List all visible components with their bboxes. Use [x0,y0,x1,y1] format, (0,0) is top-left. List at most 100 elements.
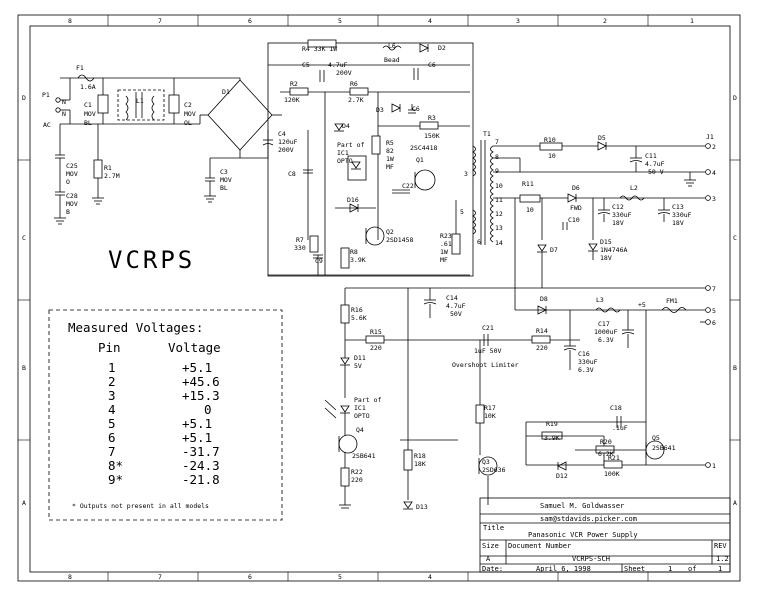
label-l3: L3 [596,296,604,304]
measured-pin-2: 2 [108,374,116,389]
label-c5: C5 [302,61,310,69]
label-f1-value: 1.6A [80,83,96,91]
measured-pin-8: 8* [108,458,123,473]
label-l2: L2 [630,184,638,192]
label-q4-part: 2SB641 [352,452,376,460]
label-pin-7: 7 [495,138,499,146]
label-c4-value: 120uF [278,138,298,146]
outer-border [17,14,741,582]
title-block-doc-label: Document Number [508,542,571,550]
label-plus5: +5 [638,301,646,309]
border-number-5-bottom: 5 [338,573,342,581]
measured-pin-3: 3 [108,388,116,403]
label-c3-mov: MOV [220,176,232,184]
border-letter-a-right: A [733,499,737,507]
label-c6: C6 [412,105,420,113]
measured-voltage-6: +5.1 [182,430,212,445]
schematic-heading: VCRPS [108,246,195,274]
label-c3: C3 [220,168,228,176]
ac-input-labels: F1 1.6A P1 N N AC C1 MOV BL L1 C2 MOV OL… [42,64,232,216]
label-c25-o: O [66,178,70,186]
border-number-6-bottom: 6 [248,573,252,581]
border-number-4-bottom: 4 [428,573,432,581]
border-number-8: 8 [68,17,72,25]
inner-border [29,25,731,573]
label-c1-bl: BL [84,119,92,127]
label-q1: Q1 [416,156,424,164]
label-q3-part: 2SD636 [482,466,506,474]
label-d6-fwd: FWD [570,204,582,212]
label-c2: C2 [184,101,192,109]
label-q2: Q2 [386,228,394,236]
label-c13: C13 [672,203,684,211]
label-r7-value: 330 [294,244,306,252]
border-letter-c: C [22,234,26,242]
label-overshoot-limiter: Overshoot Limiter [452,361,519,369]
border-number-7: 7 [158,17,162,25]
title-block-email: sam@stdavids.picker.com [540,515,637,523]
label-r15-value: 220 [370,344,382,352]
label-r6-value: 2.7K [348,96,364,104]
label-c12: C12 [612,203,624,211]
secondary-labels: 7 8 9 10 11 12 13 14 R10 10 D5 J1 2 C11 … [495,133,716,293]
label-r11: R11 [522,180,534,188]
border-letter-a: A [22,499,26,507]
label-q1-part: 2SC4418 [410,144,437,152]
label-r23: R23 [440,232,452,240]
label-d3: D3 [376,106,384,114]
label-r21: R21 [608,454,620,462]
title-block-rev-label: REV [714,542,727,550]
label-c6-top: C6 [428,61,436,69]
label-c2-ol: OL [184,119,192,127]
label-opto-1: OPTO [337,157,353,165]
border-number-5: 5 [338,17,342,25]
label-r20-value: 6.2K [598,450,614,458]
label-c1: C1 [84,101,92,109]
label-c14: C14 [446,294,458,302]
label-n1: N [62,98,66,106]
label-fm1: FM1 [666,297,678,305]
label-c11: C11 [645,152,657,160]
border-number-4: 4 [428,17,432,25]
primary-labels: R4 33K 1W L6 Bead D2 C5 4.7uF 200V C6 R2… [278,42,491,265]
label-r19-value: 3.9K [544,434,560,442]
label-pin-14: 14 [495,239,503,247]
label-pin-3: 3 [464,170,468,178]
label-c22: C22 [402,182,414,190]
label-d16: D16 [347,196,359,204]
border-letter-b-right: B [733,364,737,372]
label-r14: R14 [536,327,548,335]
label-r8-value: 3.9K [350,256,366,264]
label-r22: R22 [351,468,363,476]
label-r1-value: 2.7M [104,172,120,180]
label-c17-voltage: 6.3V [598,336,614,344]
title-block-size: A [486,555,491,563]
title-block-size-label: Size [482,542,499,550]
label-pin-5: 5 [460,208,464,216]
label-r3-value: 150K [424,132,440,140]
label-c18: C18 [610,404,622,412]
label-c4-voltage: 200V [278,146,294,154]
measured-pin-5: 5 [108,416,116,431]
label-r4: R4 33K 1W [302,45,337,53]
label-d15-voltage: 18V [600,254,612,262]
primary-section [267,39,474,277]
label-d11-voltage: 5V [354,362,362,370]
label-q2-part: 2SD1458 [386,236,413,244]
label-opto-2: OPTO [354,412,370,420]
border-letter-d: D [22,94,26,102]
label-q5-part: 2SB641 [652,444,676,452]
line-filter-l1 [117,89,165,121]
label-c28-mov: MOV [66,200,78,208]
label-r5-mf: MF [386,163,394,171]
label-q5: Q5 [652,434,660,442]
measured-voltage-1: +5.1 [182,360,212,375]
label-pin-8: 8 [495,153,499,161]
label-c1-mov: MOV [84,110,96,118]
label-d13: D13 [416,503,428,511]
label-r10: R10 [544,136,556,144]
label-c11-value: 4.7uF [645,160,665,168]
label-pin-11: 11 [495,196,503,204]
label-r10-value: 10 [548,152,556,160]
measured-col-voltage: Voltage [168,340,221,355]
